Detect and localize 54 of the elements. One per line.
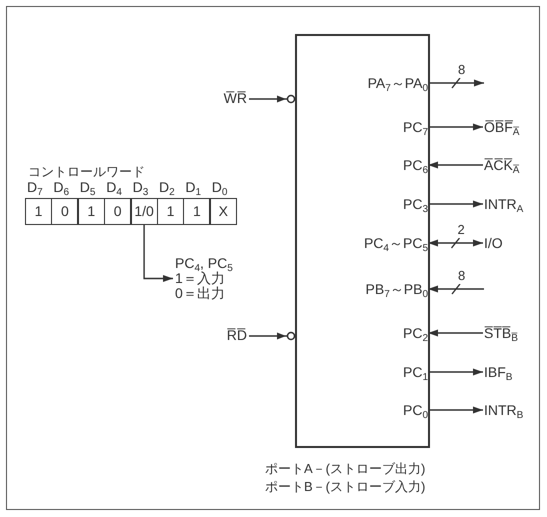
bit-cell: 1/0 xyxy=(130,198,158,225)
signal-label: INTR$_{B}$ xyxy=(484,402,524,418)
signal-label: R̅D̅ xyxy=(226,327,247,343)
bit-cell: 0 xyxy=(104,198,132,225)
bit-header: D$_{6}$ xyxy=(53,179,70,195)
pin-label: PC$_{1}$ xyxy=(402,364,428,380)
edge-label: 2 xyxy=(456,222,466,238)
bit-header: D$_{5}$ xyxy=(80,179,96,195)
bit-cell: 1 xyxy=(157,198,184,225)
bit-header: D$_{7}$ xyxy=(27,179,43,195)
signal-arrow xyxy=(428,286,484,292)
signal-label: IBF$_{B}$ xyxy=(484,364,512,380)
edge-label: 8 xyxy=(457,62,466,78)
bit-cell: 0 xyxy=(51,198,78,225)
bit-header: D$_{4}$ xyxy=(106,179,122,195)
chip-caption: ポートA－(ストローブ出力) xyxy=(265,461,426,477)
signal-arrow xyxy=(249,94,296,104)
bit-cell: 1 xyxy=(183,198,210,225)
signal-label: W̅R̅ xyxy=(224,90,247,106)
signal-arrow xyxy=(428,200,483,208)
bit-header: D$_{0}$ xyxy=(212,179,228,195)
chip-caption: ポートB－(ストローブ入力) xyxy=(265,479,426,495)
pin-label: PC$_{0}$ xyxy=(402,402,428,418)
register-title: コントロールワード xyxy=(28,164,145,180)
signal-label: I/O xyxy=(484,235,503,251)
bit-cell: X xyxy=(210,198,237,225)
signal-arrow xyxy=(428,80,484,86)
pin-label: PC$_{2}$ xyxy=(402,325,428,341)
bit-header: D$_{1}$ xyxy=(185,179,202,195)
pin-label: PB$_{7}$～PB$_{0}$ xyxy=(366,281,428,297)
chip-box xyxy=(295,34,430,448)
pin-label: PC$_{4}$～PC$_{5}$ xyxy=(364,235,428,251)
signal-arrow xyxy=(428,330,483,336)
bit-header: D$_{3}$ xyxy=(132,179,148,195)
bit-cell: 1 xyxy=(78,198,105,225)
signal-arrow xyxy=(428,162,483,168)
pin-label: PA$_{7}$～PA$_{0}$ xyxy=(368,75,428,91)
pin-label: PC$_{6}$ xyxy=(402,157,428,173)
signal-label: O̅B̅F̅$_{A̅}$ xyxy=(484,119,520,135)
signal-arrow xyxy=(428,368,483,376)
signal-label: INTR$_{A}$ xyxy=(484,196,524,212)
signal-arrow xyxy=(428,240,483,246)
signal-arrow xyxy=(428,124,483,130)
bit-header: D$_{2}$ xyxy=(159,179,175,195)
edge-label: 8 xyxy=(457,268,466,284)
signal-label: S̅T̅B̅$_{B̅}$ xyxy=(484,325,518,341)
leader-arrow xyxy=(143,225,173,282)
signal-arrow xyxy=(249,332,296,340)
signal-label: A̅C̅K̅$_{A̅}$ xyxy=(484,157,520,173)
note-text: PC$_{4}$, PC$_{5}$ 1＝入力 0＝出力 xyxy=(175,256,233,301)
bit-cell: 1 xyxy=(25,198,52,225)
signal-arrow xyxy=(428,406,483,414)
pin-label: PC$_{3}$ xyxy=(402,196,428,212)
pin-label: PC$_{7}$ xyxy=(402,119,428,135)
